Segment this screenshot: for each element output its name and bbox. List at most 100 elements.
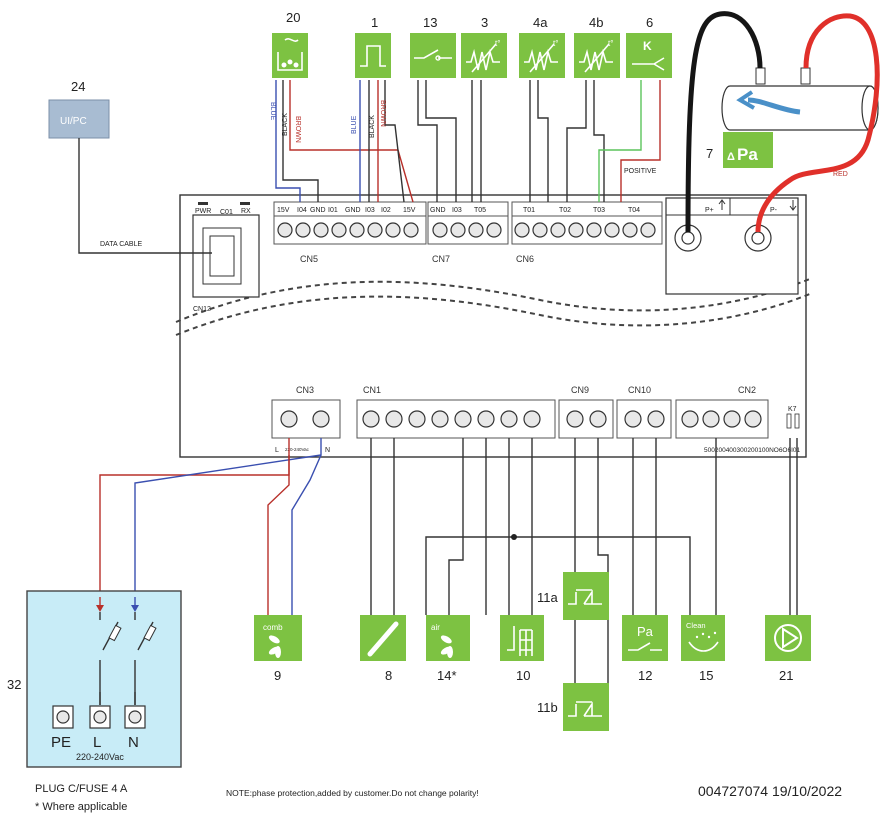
cn1-terminal: CN1 bbox=[356, 385, 556, 439]
cn2-label: CN2 bbox=[738, 385, 756, 395]
plug-terminal-pe: PE bbox=[51, 734, 71, 751]
component-4b-number: 4b bbox=[589, 15, 603, 30]
footer-note: NOTE:phase protection,added by customer.… bbox=[226, 788, 479, 798]
cn7-pin-2: I03 bbox=[452, 207, 462, 214]
cn5-pin-1: 15V bbox=[277, 207, 290, 214]
component-9-number: 9 bbox=[274, 668, 281, 683]
component-4b: 4b t° bbox=[574, 15, 620, 78]
cn3-terminal: CN3 L 220-240Vac N bbox=[271, 385, 341, 454]
cn3-pin-n: N bbox=[325, 447, 330, 454]
component-7-number: 7 bbox=[706, 146, 713, 161]
cn7-pin-1: GND bbox=[430, 207, 446, 214]
cn6-pin-2: T02 bbox=[559, 207, 571, 214]
cn6-label: CN6 bbox=[516, 254, 534, 264]
component-14: air 14* bbox=[426, 615, 470, 683]
cn10-terminal: CN10 bbox=[616, 385, 672, 439]
cn12-port: PWR C01 RX CN12 bbox=[192, 202, 260, 313]
component-8: 8 bbox=[360, 615, 406, 683]
wire-label-black-1: BLACK bbox=[282, 113, 289, 136]
wire-label-positive: POSITIVE bbox=[624, 168, 657, 175]
cn7-label: CN7 bbox=[432, 254, 450, 264]
cn5-pin-3: GND bbox=[310, 207, 326, 214]
wire-label-blue-2: BLUE bbox=[351, 115, 358, 134]
component-6: 6 K bbox=[626, 15, 672, 78]
component-13-number: 13 bbox=[423, 15, 437, 30]
component-7: 7 Δ Pa bbox=[706, 132, 773, 168]
component-12-symbol: Pa bbox=[637, 624, 654, 639]
component-24-number: 24 bbox=[71, 79, 85, 94]
cn5-terminal: 15V I04 GND I01 GND I03 I02 15V CN5 bbox=[273, 201, 427, 264]
cn3-label: CN3 bbox=[296, 385, 314, 395]
p-plus-label: P+ bbox=[705, 207, 714, 214]
pressure-port-block: P+ P- bbox=[665, 197, 799, 295]
cn3-pin-l: L bbox=[275, 447, 279, 454]
cn5-pin-7: I02 bbox=[381, 207, 391, 214]
cn10-label: CN10 bbox=[628, 385, 651, 395]
cn5-pin-6: I03 bbox=[365, 207, 375, 214]
cn5-pin-5: GND bbox=[345, 207, 361, 214]
component-20-number: 20 bbox=[286, 10, 300, 25]
component-6-number: 6 bbox=[646, 15, 653, 30]
cn9-label: CN9 bbox=[571, 385, 589, 395]
component-7-delta: Δ bbox=[727, 151, 735, 163]
plug-terminal-n: N bbox=[128, 734, 139, 751]
component-15-label: Clean bbox=[686, 621, 706, 630]
cn2-pin-labels: 500200400300200100NO6O6I01 bbox=[704, 447, 801, 454]
cn12-label: CN12 bbox=[193, 306, 211, 313]
cn5-screws bbox=[277, 222, 419, 238]
component-11a: 11a bbox=[537, 572, 609, 620]
footer-plug-fuse: PLUG C/FUSE 4 A bbox=[35, 783, 128, 795]
component-4a: 4a t° bbox=[519, 15, 565, 78]
component-11a-number: 11a bbox=[537, 590, 558, 605]
component-14-number: 14* bbox=[437, 668, 457, 683]
cn6-pin-1: T01 bbox=[523, 207, 535, 214]
component-15-number: 15 bbox=[699, 668, 713, 683]
component-24-ui-pc: 24 UI/PC DATA CABLE bbox=[48, 79, 212, 254]
component-24-label: UI/PC bbox=[60, 116, 87, 127]
p-minus-label: P- bbox=[770, 207, 778, 214]
component-4a-number: 4a bbox=[533, 15, 548, 30]
footer-where-applicable: * Where applicable bbox=[35, 801, 127, 813]
wire-label-blue-1: BLUE bbox=[269, 102, 276, 121]
component-15: Clean 15 bbox=[681, 615, 725, 683]
cn6-terminal: T01 T02 T03 T04 CN6 bbox=[511, 201, 663, 264]
bottom-wires bbox=[99, 438, 798, 683]
component-21-number: 21 bbox=[779, 668, 793, 683]
cn7-terminal: GND I03 T05 CN7 bbox=[427, 201, 509, 264]
component-1-number: 1 bbox=[371, 15, 378, 30]
cn6-pin-4: T04 bbox=[628, 207, 640, 214]
component-3: 3 t° bbox=[461, 15, 507, 78]
k7-label: K7 bbox=[788, 406, 797, 413]
cn2-terminal: CN2 500200400300200100NO6O6I01 bbox=[675, 385, 801, 454]
component-12: Pa 12 bbox=[622, 615, 668, 683]
component-32-plug-box: 32 PE L N 220-240Vac bbox=[7, 590, 182, 768]
cn9-terminal: CN9 bbox=[558, 385, 614, 439]
component-11b: 11b bbox=[537, 683, 609, 731]
footer-code: 004727074 19/10/2022 bbox=[698, 783, 842, 799]
component-10: 10 bbox=[500, 615, 544, 683]
component-3-number: 3 bbox=[481, 15, 488, 30]
air-duct-icon bbox=[685, 11, 880, 233]
cn5-pin-8: 15V bbox=[403, 207, 416, 214]
svg-text:t°: t° bbox=[495, 39, 500, 48]
component-9: comb 9 bbox=[254, 615, 302, 683]
component-6-symbol: K bbox=[643, 39, 652, 53]
component-8-number: 8 bbox=[385, 668, 392, 683]
cn5-pin-4: I01 bbox=[328, 207, 338, 214]
rx-label: RX bbox=[241, 208, 251, 215]
component-14-label: air bbox=[431, 623, 440, 632]
component-13: 13 bbox=[410, 15, 456, 78]
cn7-pin-3: T05 bbox=[474, 207, 486, 214]
wire-label-black-2: BLACK bbox=[369, 115, 376, 138]
wire-label-brown-2: BROWN bbox=[379, 100, 386, 127]
cn5-pin-2: I04 bbox=[297, 207, 307, 214]
component-21: 21 bbox=[765, 615, 811, 683]
svg-text:t°: t° bbox=[608, 39, 613, 48]
svg-text:t°: t° bbox=[553, 39, 558, 48]
component-32-number: 32 bbox=[7, 677, 21, 692]
component-11b-number: 11b bbox=[537, 700, 558, 715]
wire-label-red: RED bbox=[833, 171, 848, 178]
component-20: 20 bbox=[272, 10, 308, 78]
component-10-number: 10 bbox=[516, 668, 530, 683]
